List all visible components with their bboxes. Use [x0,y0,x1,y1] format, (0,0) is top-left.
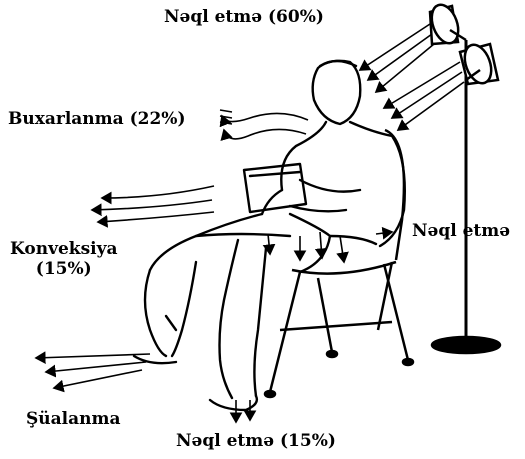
chair [265,130,413,397]
floor-lamp [427,1,500,353]
label-conduction-floor: Nəql etmə (15%) [176,432,336,452]
label-convection-name: Konveksiya [10,240,118,260]
label-convection-percent: (15%) [10,260,118,280]
label-evaporation: Buxarlanma (22%) [8,110,186,130]
label-conduction-lamp: Nəql etmə (60%) [164,8,324,28]
label-convection: Konveksiya (15%) [10,240,118,279]
label-radiation: Şüalanma [26,410,121,430]
radiation-arrows [36,354,150,388]
label-conduction-chair: Nəql etmə [412,222,510,242]
evaporation-arrows [220,110,308,139]
convection-arrows [92,186,214,222]
